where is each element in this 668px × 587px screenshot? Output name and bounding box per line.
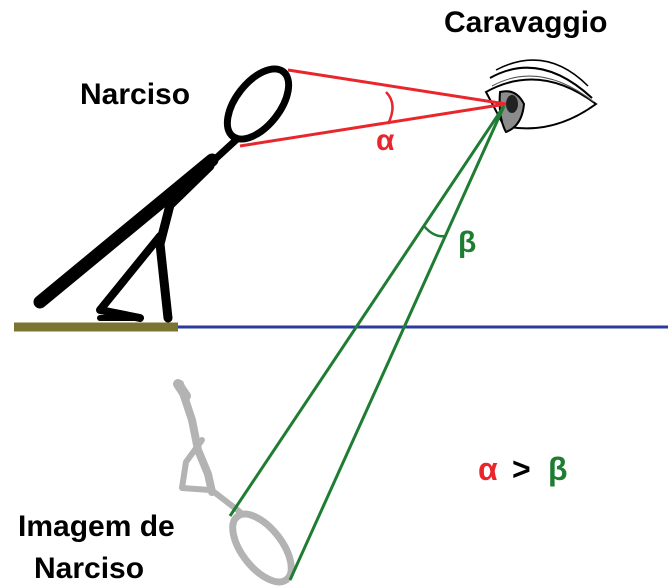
narciso-label: Narciso (80, 78, 190, 111)
comparison-alpha: α (478, 451, 498, 487)
caravaggio-eye-icon (484, 59, 598, 134)
caravaggio-label: Caravaggio (444, 6, 607, 39)
narcissus-head (223, 65, 293, 143)
comparison-operator: > (512, 451, 531, 487)
comparison-beta: β (548, 451, 568, 487)
reflection-label-line2: Narciso (34, 552, 144, 585)
alpha-angle-arc (385, 91, 394, 125)
reflection-head (229, 510, 295, 586)
beta-sight-lines (228, 105, 506, 581)
narcissus-reflection (173, 379, 295, 586)
reflection-label-line1: Imagem de (18, 510, 175, 543)
alpha-greater-than-beta: α > β (478, 451, 568, 487)
alpha-sight-lines (239, 68, 507, 148)
narcissus-figure (33, 65, 293, 323)
beta-label: β (458, 226, 476, 259)
beta-angle-arc (423, 225, 447, 238)
alpha-label: α (376, 124, 395, 157)
